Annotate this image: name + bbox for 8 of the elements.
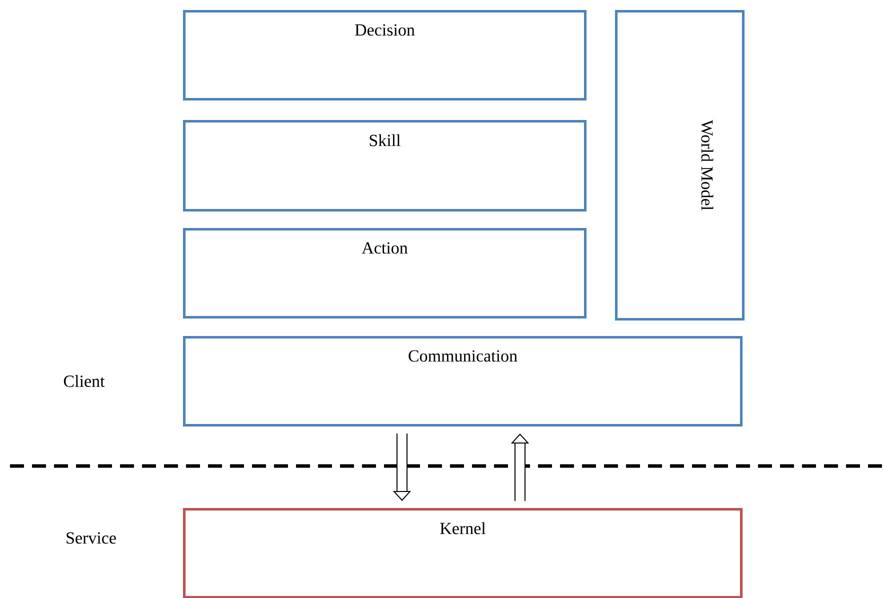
side-label: Client <box>64 375 105 387</box>
layer-box: Decision <box>183 10 586 100</box>
layer-box: Action <box>183 228 586 318</box>
layer-box: Skill <box>183 120 586 212</box>
side-box: World Model <box>615 10 744 320</box>
side-label: Service <box>66 532 116 544</box>
layer-box: Communication <box>183 336 742 426</box>
layer-box: Kernel <box>183 508 742 598</box>
